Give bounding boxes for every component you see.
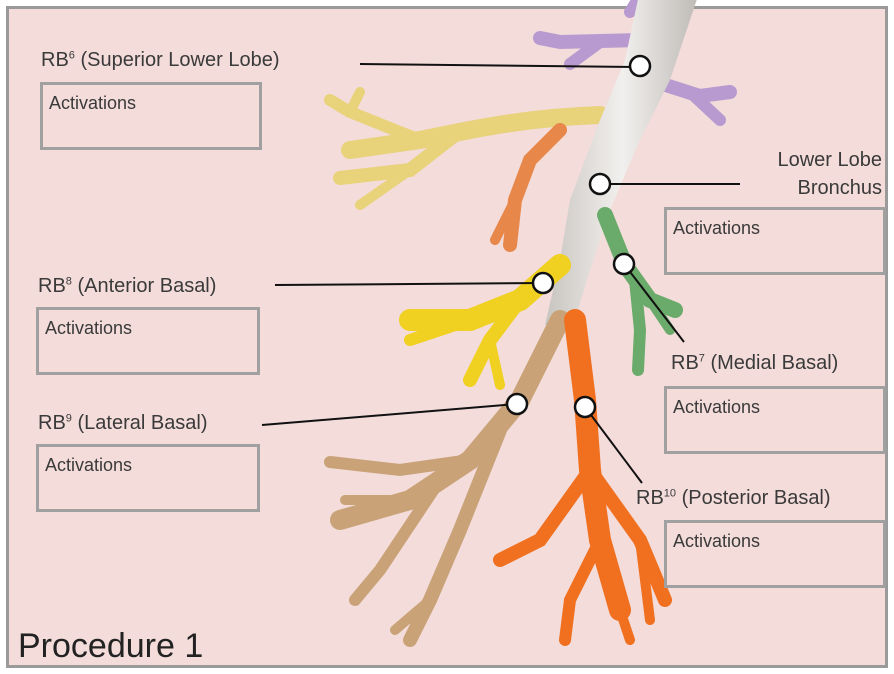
activations-label: Activations (673, 531, 760, 552)
marker-medial (614, 254, 634, 274)
label-superscript: 10 (664, 487, 676, 499)
marker-lower-lobe (590, 174, 610, 194)
label-prefix: RB (38, 412, 66, 434)
label-text: (Superior Lower Lobe) (75, 49, 280, 71)
label-lower-lobe-line1: Lower Lobe (745, 146, 882, 174)
activations-box-lower-lobe: Activations (664, 207, 886, 275)
superior-branch (330, 92, 600, 205)
marker-anterior (533, 273, 553, 293)
activations-box-lateral: Activations (36, 444, 260, 512)
marker-posterior (575, 397, 595, 417)
activations-box-superior: Activations (40, 82, 262, 150)
label-anterior-basal: RB8 (Anterior Basal) (38, 275, 216, 297)
label-prefix: RB (41, 49, 69, 71)
label-lower-lobe-line2: Bronchus (745, 174, 882, 202)
activations-label: Activations (49, 93, 136, 114)
label-text: (Posterior Basal) (676, 487, 831, 509)
marker-superior (630, 56, 650, 76)
label-text: (Lateral Basal) (72, 412, 208, 434)
activations-box-anterior: Activations (36, 307, 260, 375)
label-lower-lobe-bronchus: Lower Lobe Bronchus (745, 146, 882, 202)
activations-label: Activations (673, 218, 760, 239)
activations-label: Activations (45, 455, 132, 476)
label-prefix: RB (636, 487, 664, 509)
label-lateral-basal: RB9 (Lateral Basal) (38, 412, 208, 434)
leader-lateral (262, 404, 517, 425)
label-text: (Anterior Basal) (72, 275, 217, 297)
label-superior-lower-lobe: RB6 (Superior Lower Lobe) (41, 49, 279, 71)
superior-side-branch (495, 130, 560, 245)
activations-box-medial: Activations (664, 386, 886, 454)
leader-anterior (275, 283, 543, 285)
label-prefix: RB (38, 275, 66, 297)
lateral-branch (330, 320, 560, 640)
activations-label: Activations (45, 318, 132, 339)
procedure-title: Procedure 1 (18, 627, 203, 665)
activations-label: Activations (673, 397, 760, 418)
leader-superior (360, 64, 640, 67)
label-prefix: RB (671, 352, 699, 374)
label-posterior-basal: RB10 (Posterior Basal) (636, 487, 831, 509)
label-text: (Medial Basal) (705, 352, 838, 374)
activations-box-posterior: Activations (664, 520, 886, 588)
label-medial-basal: RB7 (Medial Basal) (671, 352, 838, 374)
marker-lateral (507, 394, 527, 414)
